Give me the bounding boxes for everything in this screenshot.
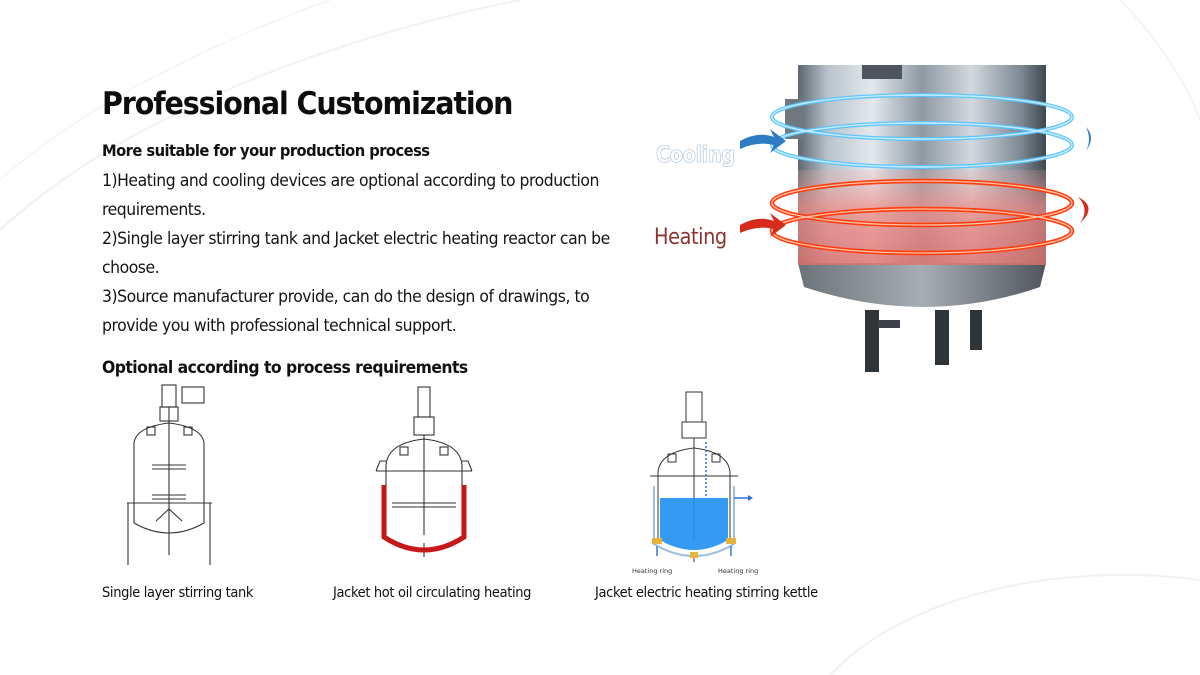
- feature-item: 2)Single layer stirring tank and Jacket …: [102, 229, 610, 278]
- options-heading: Optional according to process requiremen…: [102, 358, 468, 378]
- heating-ring-label: Heating ring: [718, 567, 758, 575]
- subtitle: More suitable for your production proces…: [102, 141, 430, 160]
- cooling-label: Cooling: [656, 143, 735, 168]
- heating-label: Heating: [654, 225, 727, 250]
- option-caption: Jacket hot oil circulating heating: [333, 585, 532, 601]
- feature-list: 1)Heating and cooling devices are option…: [102, 167, 617, 341]
- single-layer-tank-drawing: [127, 384, 212, 565]
- option-caption: Jacket electric heating stirring kettle: [595, 585, 818, 601]
- heating-cooling-tank-image: [740, 65, 1091, 372]
- option-caption: Single layer stirring tank: [102, 585, 254, 601]
- page-title: Professional Customization: [102, 86, 513, 122]
- feature-item: 3)Source manufacturer provide, can do th…: [102, 287, 590, 336]
- feature-item: 1)Heating and cooling devices are option…: [102, 171, 599, 220]
- hot-oil-jacket-tank-drawing: [375, 386, 473, 557]
- electric-heating-kettle-drawing: Heating ring Heating ring: [632, 391, 758, 575]
- heating-ring-label: Heating ring: [632, 567, 672, 575]
